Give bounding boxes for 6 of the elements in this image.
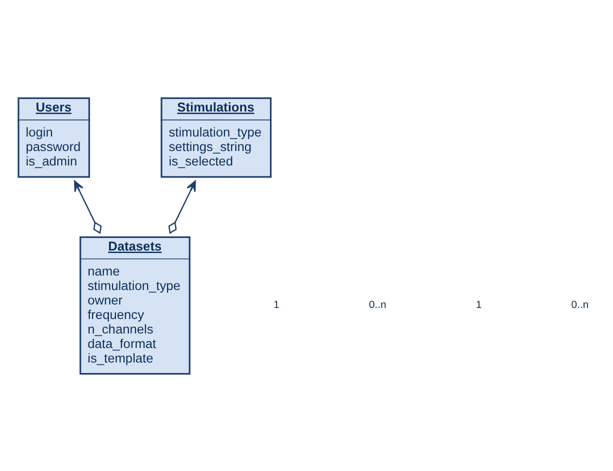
label: 1: [476, 300, 482, 311]
label: 1: [273, 300, 280, 311]
arrow: [168, 180, 196, 234]
arrow: [74, 180, 102, 234]
label: 0..n: [368, 300, 386, 311]
label: 0..n: [571, 300, 589, 311]
